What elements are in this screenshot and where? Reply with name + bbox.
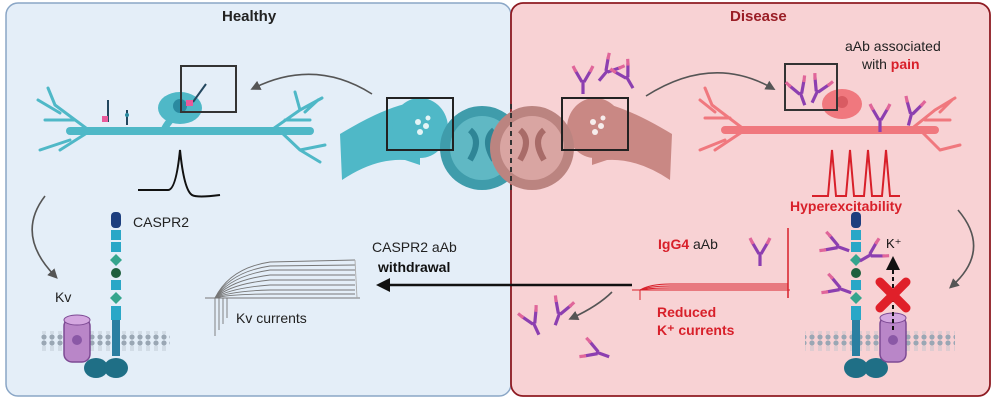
reduced-currents-trace-icon <box>632 228 790 300</box>
arrow-icon <box>250 73 373 95</box>
zoom-box-healthy-neuron <box>180 65 237 113</box>
cross-mark-icon <box>875 277 911 313</box>
pain-prefix: with <box>862 56 891 72</box>
k-currents-label: K⁺ currents <box>657 322 735 338</box>
kv-label: Kv <box>55 289 72 305</box>
withdrawal-label-line2: withdrawal <box>378 259 451 275</box>
arrow-icon <box>949 209 975 289</box>
arrow-icon <box>645 72 776 97</box>
caspr2-marker-icon <box>102 83 207 125</box>
igg4-aab-label: IgG4 aAb <box>658 236 718 252</box>
pain-label-line1: aAb associated <box>845 38 941 54</box>
disease-panel-title: Disease <box>730 8 787 25</box>
k-ion-label: K⁺ <box>886 236 902 251</box>
action-potential-icon <box>138 149 221 198</box>
caspr2-protein-icon <box>84 212 128 378</box>
disease-neuron-icon <box>698 86 962 152</box>
arrow-icon <box>31 195 58 279</box>
igg4-label: IgG4 <box>658 236 690 252</box>
hyperexcitability-trace-icon <box>812 149 900 197</box>
healthy-panel-title: Healthy <box>222 8 277 25</box>
kv-currents-label: Kv currents <box>236 310 307 326</box>
reduced-label: Reduced <box>657 304 717 320</box>
arrow-icon <box>568 291 613 321</box>
kv-currents-trace-icon <box>205 259 360 336</box>
zoom-box-drg-disease <box>561 97 629 151</box>
disease-panel <box>510 2 991 397</box>
pain-word: pain <box>890 56 920 72</box>
kv-channel-icon <box>879 312 907 363</box>
aab-label: aAb <box>689 236 718 252</box>
pain-label-line2: with pain <box>862 56 920 72</box>
membrane-icon <box>40 331 170 351</box>
zoom-box-disease-neuron <box>784 63 838 111</box>
hyperexcitability-label: Hyperexcitability <box>790 198 903 214</box>
spinal-cord-icon <box>340 98 672 192</box>
zoom-box-drg-healthy <box>386 97 454 151</box>
withdrawal-label-line1: CASPR2 aAb <box>372 239 457 255</box>
kv-channel-icon <box>63 314 91 363</box>
caspr2-label: CASPR2 <box>133 214 190 230</box>
caspr2-protein-icon <box>844 212 888 378</box>
